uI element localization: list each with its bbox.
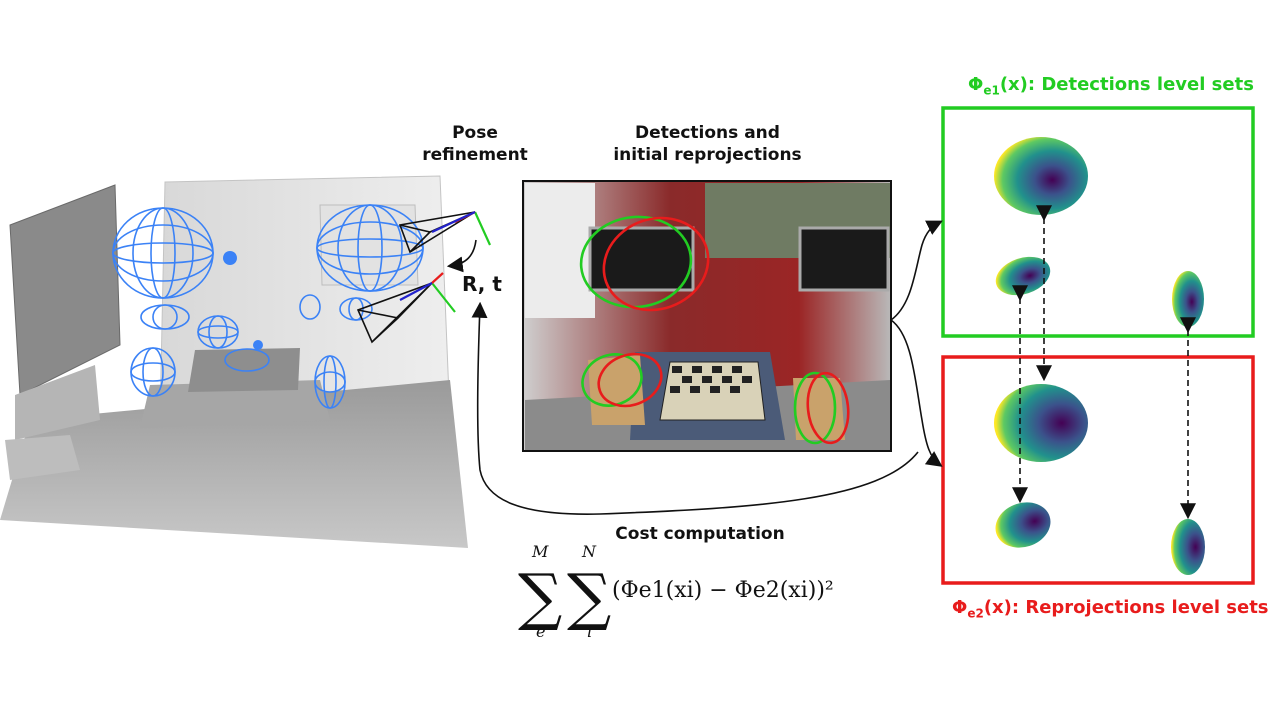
pose-refinement-label: Pose refinement <box>420 122 530 166</box>
cost-computation-label: Cost computation <box>615 524 785 544</box>
ellipsoid-wireframes <box>112 204 424 409</box>
pose-refinement-line1: Pose <box>452 123 498 143</box>
detections-level-set-box <box>941 106 1255 338</box>
phi-e1-subscript: e1 <box>983 83 1000 98</box>
correspondence-arrows <box>1012 205 1196 520</box>
phi-e1-symbol: Φ <box>968 74 984 95</box>
detections-label: Detections and initial reprojections <box>600 122 815 166</box>
arrow-to-detections <box>890 220 943 321</box>
ellipsoid-chair-left <box>130 347 176 397</box>
formula-sum1-top: M <box>532 542 549 561</box>
ellipsoid-dot-blue-2 <box>253 340 263 350</box>
level-set-e2-small <box>1171 519 1205 575</box>
reconstruction-window <box>319 204 419 286</box>
photo-left-tv <box>588 226 695 292</box>
camera-frustum-refined <box>398 211 492 254</box>
reprojection-ellipse-chair-red <box>597 352 663 408</box>
formula-sum2-top: N <box>582 542 596 561</box>
reconstruction-left-monitor <box>9 184 121 396</box>
flow-arrows <box>471 220 943 515</box>
detection-ellipses <box>579 215 850 445</box>
arrow-to-reprojections <box>890 319 943 467</box>
phi-e2-subscript: e2 <box>967 606 984 621</box>
detection-ellipse-chair-green <box>581 353 643 407</box>
level-set-e1-large <box>994 137 1088 215</box>
formula-body: (Φe1(xi) − Φe2(xi))² <box>612 578 834 603</box>
ellipsoid-left-monitor <box>112 207 214 299</box>
ellipsoid-chair-right <box>314 355 346 409</box>
detections-level-sets-title: Φe1(x): Detections level sets <box>968 74 1254 98</box>
ellipsoid-small-left <box>140 304 190 330</box>
photo-right-tv <box>798 226 890 292</box>
pose-refinement-line2: refinement <box>422 145 528 165</box>
level-set-e1-small <box>1172 271 1204 327</box>
detections-photo <box>522 180 892 452</box>
reconstruction-table <box>140 380 330 428</box>
ellipsoid-mid <box>197 315 239 349</box>
reconstruction-chessboard <box>188 348 300 392</box>
rotation-translation-label: R, t <box>462 272 502 296</box>
photo-chess-squares <box>670 366 752 393</box>
level-set-e2-medium <box>995 502 1051 548</box>
detections-line2: initial reprojections <box>613 145 802 165</box>
phi-e1-text: (x): Detections level sets <box>999 74 1254 95</box>
formula-sum2-bottom: i <box>587 622 593 641</box>
reprojection-ellipse-tv-red <box>602 216 710 312</box>
reconstruction-left-panel <box>15 365 100 440</box>
level-set-e2-large <box>994 384 1088 462</box>
formula-sum1-bottom: e <box>536 622 546 641</box>
detection-ellipse-chair2-green <box>793 371 837 445</box>
detection-ellipse-tv-green <box>579 215 693 309</box>
camera-frustum-initial <box>356 272 456 344</box>
reprojections-level-sets-title: Φe2(x): Reprojections level sets <box>952 597 1269 621</box>
arrow-cost-to-pose <box>471 301 919 515</box>
phi-e2-symbol: Φ <box>952 597 968 618</box>
reconstruction-3d <box>0 175 492 548</box>
formula-summation-symbols: ∑ ∑ <box>518 560 611 633</box>
ellipsoid-center-small <box>299 294 321 320</box>
ellipsoid-right-monitor <box>316 204 424 292</box>
pose-refinement-arrow <box>446 239 477 273</box>
reprojection-ellipse-chair2-red <box>806 371 850 445</box>
sum-symbol-i: ∑ <box>567 560 611 633</box>
sum-symbol-e: ∑ <box>518 560 562 633</box>
reprojections-level-set-box <box>941 355 1255 585</box>
reconstruction-plant <box>5 435 80 480</box>
ellipsoid-dot-blue <box>223 251 237 265</box>
ellipsoid-chess <box>224 348 270 372</box>
detections-line1: Detections and <box>635 123 780 143</box>
reconstruction-floor <box>0 380 468 548</box>
phi-e2-text: (x): Reprojections level sets <box>983 597 1269 618</box>
